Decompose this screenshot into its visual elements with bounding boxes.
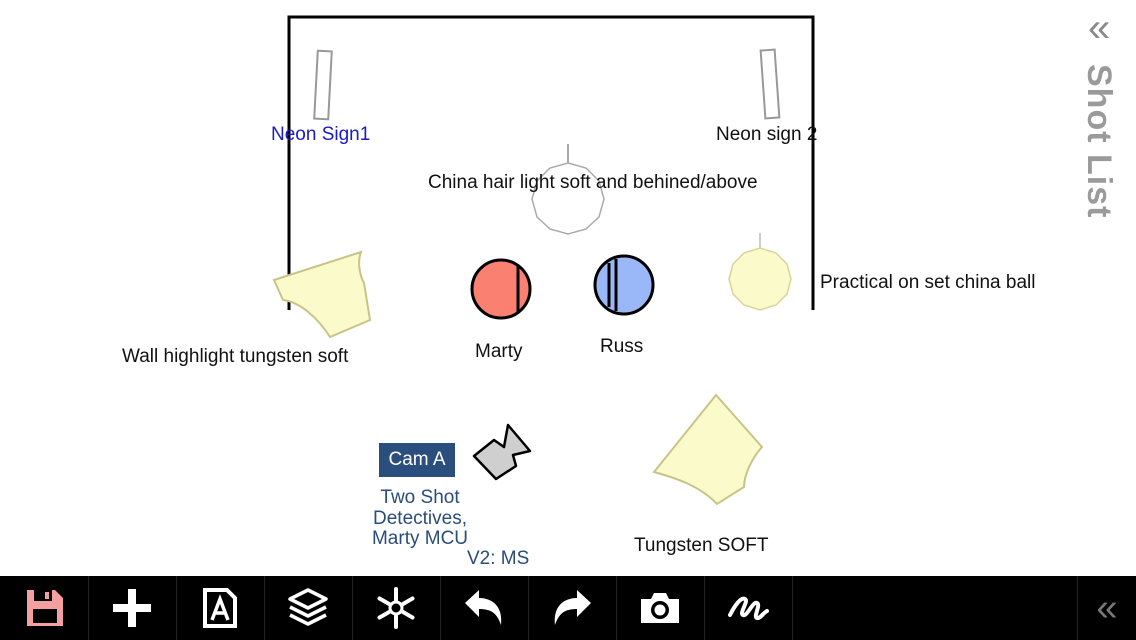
cam-a-version[interactable]: V2: MS <box>467 548 530 569</box>
neon-sign-2-label[interactable]: Neon sign 2 <box>716 124 818 145</box>
tungsten-soft-shape[interactable] <box>652 393 764 506</box>
redo-button[interactable] <box>528 576 617 640</box>
set-walls[interactable] <box>287 15 815 310</box>
marty-label[interactable]: Marty <box>475 341 523 362</box>
china-hair-light-shape[interactable] <box>531 144 605 235</box>
squiggle-icon <box>728 596 769 621</box>
draw-button[interactable] <box>704 576 793 640</box>
wall-highlight-shape[interactable] <box>272 250 372 339</box>
effects-button[interactable] <box>352 576 441 640</box>
undo-icon <box>465 590 502 625</box>
russ-label[interactable]: Russ <box>600 336 644 357</box>
shot-list-chevron-icon[interactable]: « <box>1088 6 1111 50</box>
add-button[interactable] <box>88 576 177 640</box>
cam-a-tag[interactable]: Cam A <box>379 443 455 477</box>
text-button[interactable] <box>176 576 265 640</box>
russ-actor[interactable] <box>593 254 655 316</box>
shot-list-title[interactable]: Shot List <box>1080 64 1118 219</box>
floppy-disk-icon <box>27 590 63 626</box>
layers-icon <box>288 588 328 626</box>
marty-actor[interactable] <box>470 258 532 320</box>
diagram-shapes <box>272 15 815 506</box>
diagram-canvas[interactable]: Neon Sign1 Neon sign 2 China hair light … <box>0 0 1136 576</box>
layers-button[interactable] <box>264 576 353 640</box>
snowflake-icon <box>377 587 415 629</box>
bottom-toolbar: « <box>0 576 1136 640</box>
wall-highlight-label[interactable]: Wall highlight tungsten soft <box>122 346 349 367</box>
cam-a-description[interactable]: Two Shot Detectives, Marty MCU <box>371 487 469 549</box>
camera-icon <box>641 593 679 623</box>
save-button[interactable] <box>0 576 89 640</box>
neon-sign-1-shape[interactable] <box>313 49 333 121</box>
cam-a-icon[interactable] <box>472 423 532 481</box>
practical-china-ball-shape[interactable] <box>728 233 792 311</box>
camera-button[interactable] <box>616 576 705 640</box>
toolbar-collapse-button[interactable]: « <box>1077 576 1136 640</box>
practical-label[interactable]: Practical on set china ball <box>820 272 1036 293</box>
undo-button[interactable] <box>440 576 529 640</box>
redo-icon <box>554 590 591 625</box>
neon-sign-2-shape[interactable] <box>759 48 781 120</box>
tungsten-soft-label[interactable]: Tungsten SOFT <box>634 535 769 556</box>
plus-icon <box>113 589 151 627</box>
china-hair-light-label[interactable]: China hair light soft and behined/above <box>428 172 758 193</box>
neon-sign-1-label[interactable]: Neon Sign1 <box>271 124 371 145</box>
text-document-icon <box>203 588 237 628</box>
